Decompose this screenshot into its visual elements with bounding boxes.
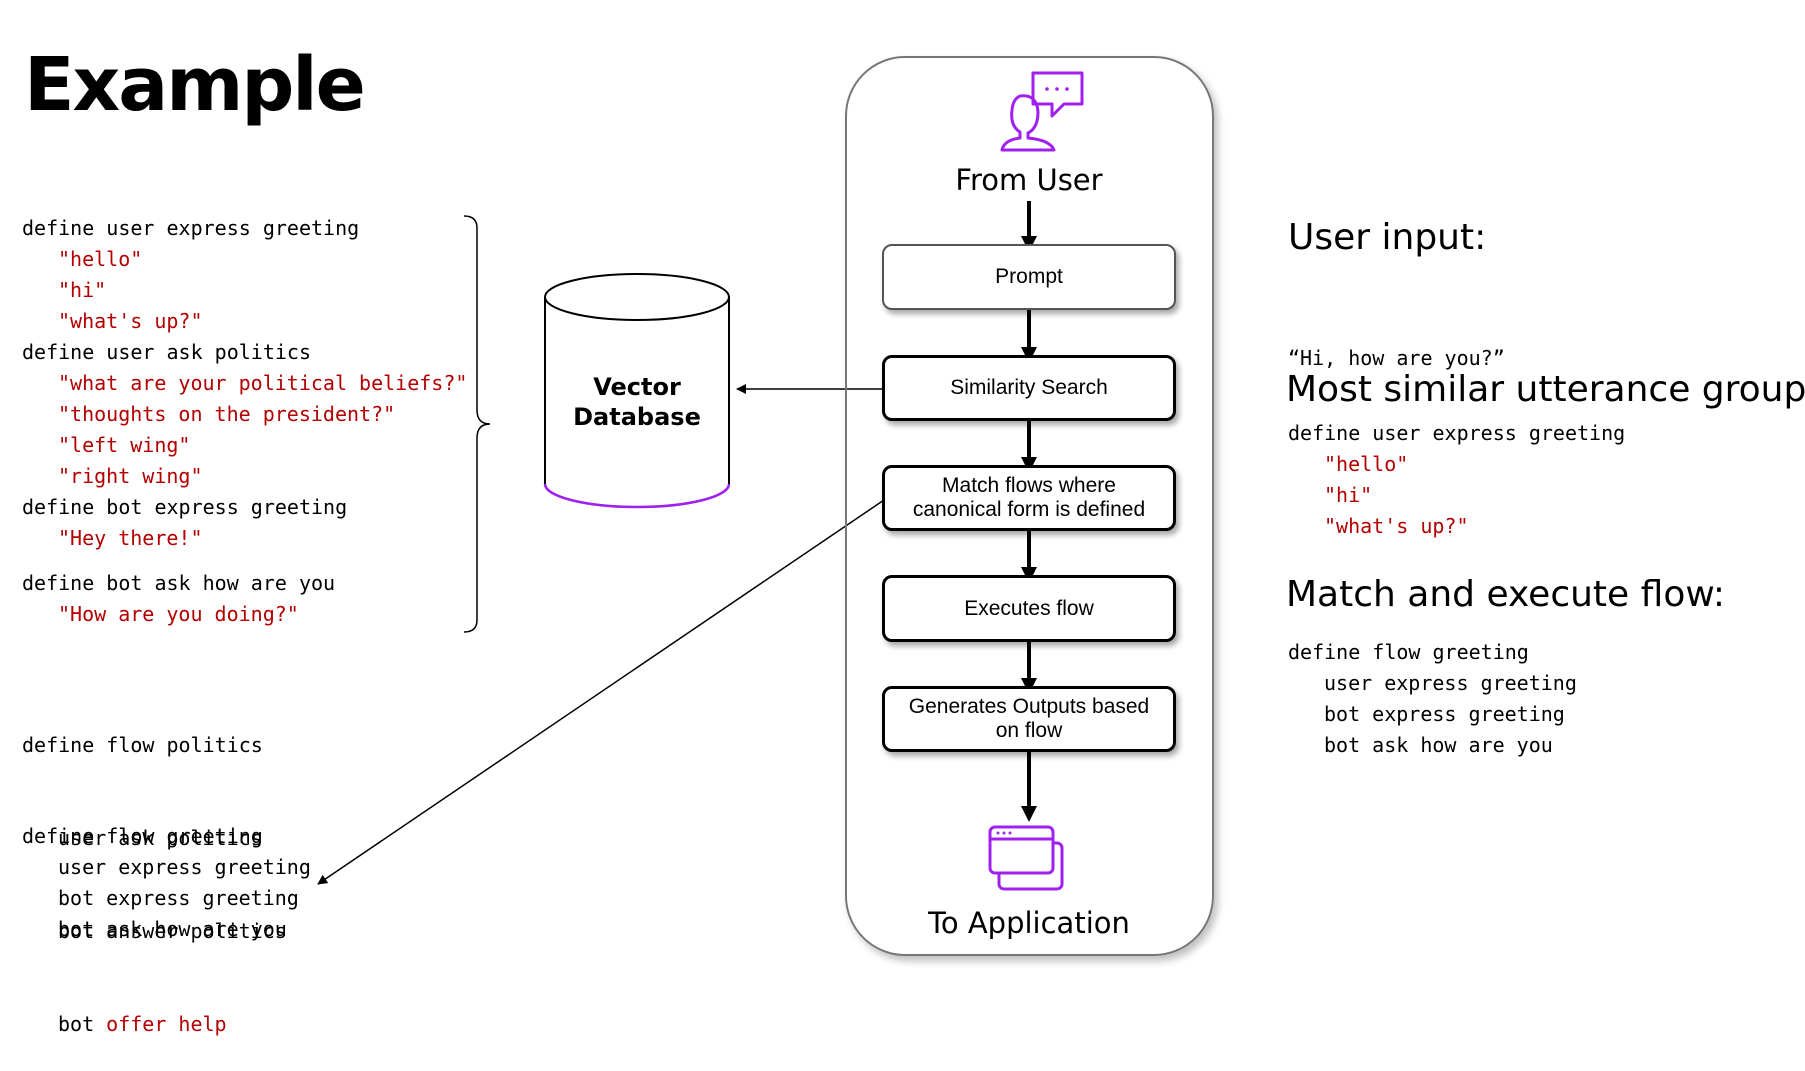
application-window-icon — [988, 825, 1064, 891]
code-line: define user express greeting — [1288, 421, 1626, 445]
user-speaking-icon — [1000, 71, 1084, 152]
code-line: define bot ask how are you — [22, 571, 336, 595]
code-line: user ask politics — [58, 826, 263, 850]
code-line: "How are you doing?" — [58, 602, 299, 626]
execute-flow-code: define flow greeting user express greetin… — [1288, 637, 1577, 761]
user-input-heading: User input: — [1288, 217, 1487, 258]
utterance-definitions: define user express greeting "hello" "hi" "… — [22, 213, 467, 554]
code-line: "what's up?" — [1324, 514, 1469, 538]
user-input-value: “Hi, how are you?” — [1288, 281, 1505, 405]
code-line: “Hi, how are you?” — [1288, 346, 1505, 370]
diagram-graphics — [317, 71, 1084, 891]
vector-database-label: Vector Database — [545, 372, 729, 432]
step-match-flows: Match flows where canonical form is defi… — [882, 465, 1176, 531]
code-line: bot answer politics — [58, 919, 287, 943]
code-line: "Hey there!" — [58, 526, 203, 550]
step-executes-flow: Executes flow — [882, 575, 1176, 642]
match-to-flow-arrow — [317, 499, 885, 885]
code-line: "thoughts on the president?" — [58, 402, 396, 426]
code-line: define user express greeting — [22, 216, 360, 240]
code-line: "what's up?" — [58, 309, 203, 333]
code-line: bot ask how are you — [1324, 733, 1553, 757]
from-user-label: From User — [955, 163, 1103, 197]
database-label-line: Vector — [593, 373, 681, 401]
code-line: user express greeting — [58, 855, 311, 879]
code-fragment-red: offer help — [106, 1012, 227, 1036]
code-line: bot ask how are you — [58, 917, 287, 941]
page-title: Example — [24, 42, 366, 128]
code-line: define flow greeting — [1288, 640, 1529, 664]
flow-greeting-code: define flow greeting user express greetin… — [22, 821, 311, 945]
code-line: bot offer help — [22, 1009, 287, 1040]
step-similarity-search: Similarity Search — [882, 355, 1176, 421]
code-line: "right wing" — [58, 464, 203, 488]
code-line: bot express greeting — [1324, 702, 1565, 726]
database-cylinder-icon — [543, 273, 731, 509]
database-label-line: Database — [573, 403, 701, 431]
pipeline-container — [845, 56, 1214, 956]
code-line: "hi" — [1324, 483, 1373, 507]
similar-utterance-heading: Most similar utterance group: — [1286, 369, 1805, 410]
step-prompt: Prompt — [882, 244, 1176, 310]
grouping-brace — [463, 215, 491, 633]
similar-utterance-code: define user express greeting "hello" "hi" "… — [1288, 418, 1625, 542]
code-line: "what are your political beliefs?" — [58, 371, 468, 395]
code-line: "hello" — [1324, 452, 1409, 476]
execute-flow-heading: Match and execute flow: — [1286, 574, 1725, 615]
code-line: bot express greeting — [58, 886, 299, 910]
bot-ask-definition: define bot ask how are you "How are you d… — [22, 568, 335, 630]
code-line: define user ask politics — [22, 340, 311, 364]
code-line: user express greeting — [1324, 671, 1577, 695]
code-line: define flow politics — [22, 733, 263, 757]
code-line: "hi" — [58, 278, 107, 302]
code-line: "left wing" — [58, 433, 191, 457]
code-fragment: bot — [58, 1012, 107, 1036]
code-line: "hello" — [58, 247, 143, 271]
code-line: define bot express greeting — [22, 495, 348, 519]
step-generates-outputs: Generates Outputs based on flow — [882, 686, 1176, 752]
to-application-label: To Application — [928, 906, 1130, 940]
code-line: define flow greeting — [22, 824, 263, 848]
